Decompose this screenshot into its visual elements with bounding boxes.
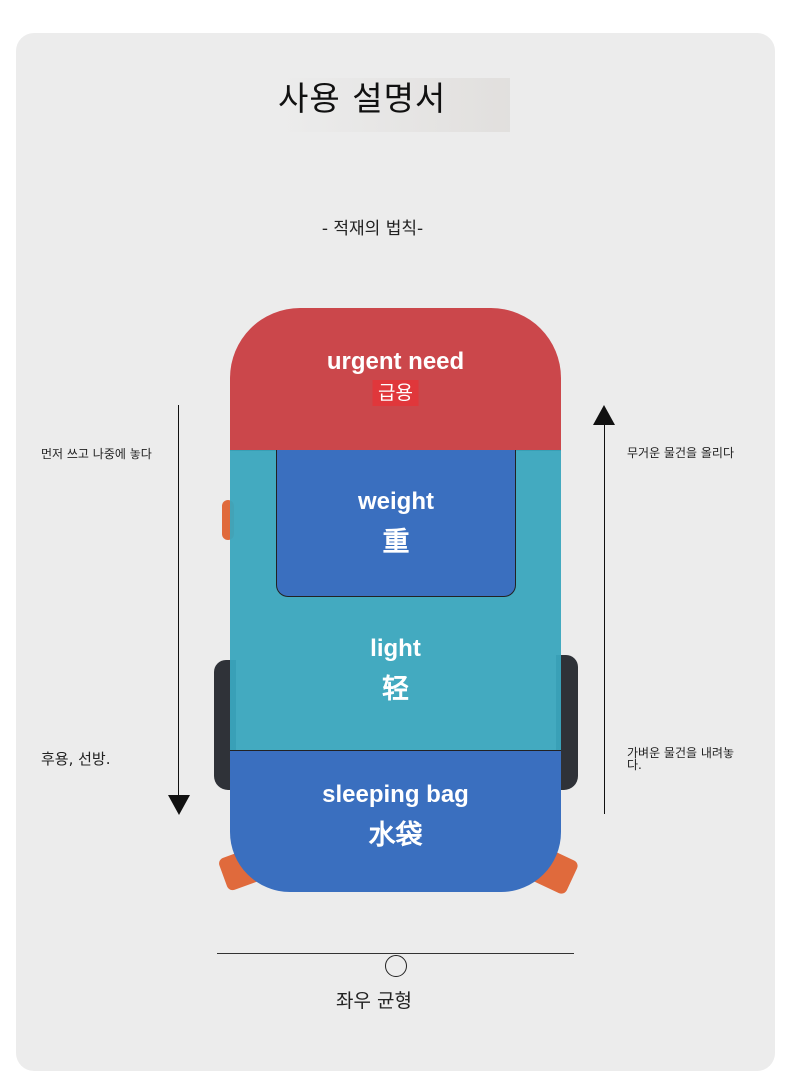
weight-label: weight (358, 488, 434, 515)
sleeping-bag-chinese-label: 水袋 (368, 820, 423, 851)
down-arrow-line (178, 405, 179, 795)
urgent-label: urgent need (326, 348, 465, 375)
page-title: 사용 설명서 (278, 78, 510, 132)
up-arrow-icon (593, 405, 615, 425)
weight-chinese-label: 重 (382, 527, 410, 558)
balance-line (217, 953, 574, 954)
light-chinese-label: 轻 (382, 674, 409, 705)
balance-circle-icon (385, 955, 407, 977)
sleeping-bag-zone: sleeping bag 水袋 (230, 751, 561, 892)
sleeping-bag-label: sleeping bag (322, 781, 469, 808)
right-bottom-note: 가벼운 물건을 내려놓다. (627, 746, 734, 772)
loading-rule-subtitle: - 적재의 법칙- (321, 219, 424, 239)
down-arrow-icon (168, 795, 190, 815)
right-top-note: 무거운 물건을 올리다 (627, 446, 734, 460)
urgent-korean-label: 급용 (372, 380, 419, 406)
right-side-pocket (556, 655, 578, 790)
urgent-zone: urgent need 급용 (230, 308, 561, 451)
up-arrow-line (604, 424, 605, 814)
balance-caption: 좌우 균형 (336, 990, 412, 1012)
left-bottom-note: 후용, 선방. (41, 750, 111, 768)
light-label: light (370, 635, 421, 662)
left-top-note: 먼저 쓰고 나중에 놓다 (41, 447, 152, 461)
weight-zone: weight 重 (276, 450, 516, 597)
light-zone: weight 重 light 轻 (230, 450, 561, 751)
